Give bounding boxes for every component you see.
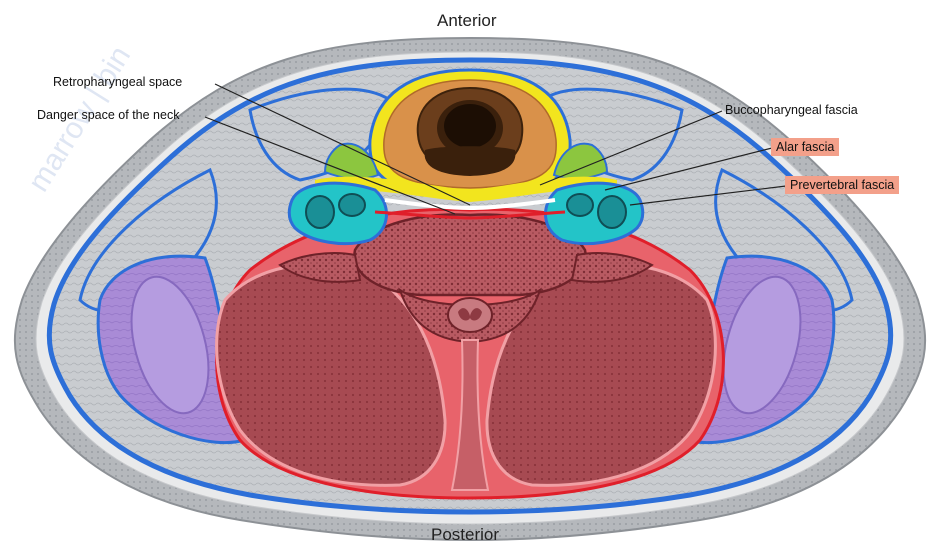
buccopharyngeal-fascia-label: Buccopharyngeal fascia [725,103,858,117]
anterior-label: Anterior [437,11,497,31]
left-jugular-vein [339,194,365,216]
left-carotid-artery [306,196,334,228]
tracheal-lumen-inner [444,104,496,148]
right-jugular-vein [567,194,593,216]
retropharyngeal-space-label: Retropharyngeal space [53,75,182,89]
prevertebral-fascia-label: Prevertebral fascia [785,176,899,194]
left-carotid-sheath [289,183,386,243]
danger-space-label: Danger space of the neck [37,108,179,122]
right-carotid-artery [598,196,626,228]
spinal-cord [448,298,492,332]
alar-fascia-label: Alar fascia [771,138,839,156]
posterior-label: Posterior [431,525,499,545]
